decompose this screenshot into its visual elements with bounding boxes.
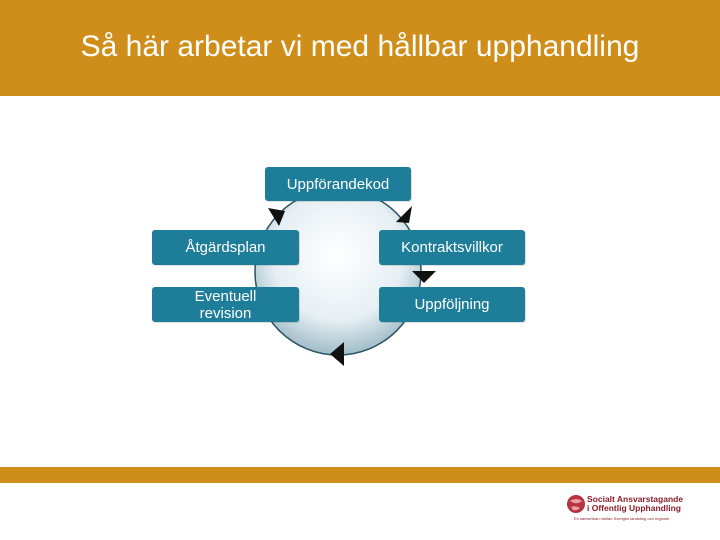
node-kontraktsvillkor: Kontraktsvillkor (379, 230, 525, 265)
footer-band (0, 467, 720, 483)
node-uppforandekod: Uppförandekod (265, 167, 411, 201)
arrow-top-left (268, 208, 285, 226)
logo-line-1: Socialt Ansvarstagande (587, 494, 684, 504)
title-banner (0, 0, 720, 96)
globe-icon (567, 495, 585, 513)
organization-logo: Socialt Ansvarstagande i Offentlig Uppha… (566, 494, 696, 524)
logo-tagline: En samverkan mellan Sveriges landsting o… (574, 516, 670, 521)
arrow-right (412, 271, 436, 283)
arrow-bottom (330, 342, 344, 366)
node-eventuell-revision: Eventuell revision (152, 287, 299, 322)
node-atgardsplan: Åtgärdsplan (152, 230, 299, 265)
page-title: Så här arbetar vi med hållbar upphandlin… (80, 30, 640, 63)
arrow-top-right (396, 206, 412, 223)
logo-line-2: i Offentlig Upphandling (587, 503, 681, 513)
node-uppfoljning: Uppföljning (379, 287, 525, 322)
